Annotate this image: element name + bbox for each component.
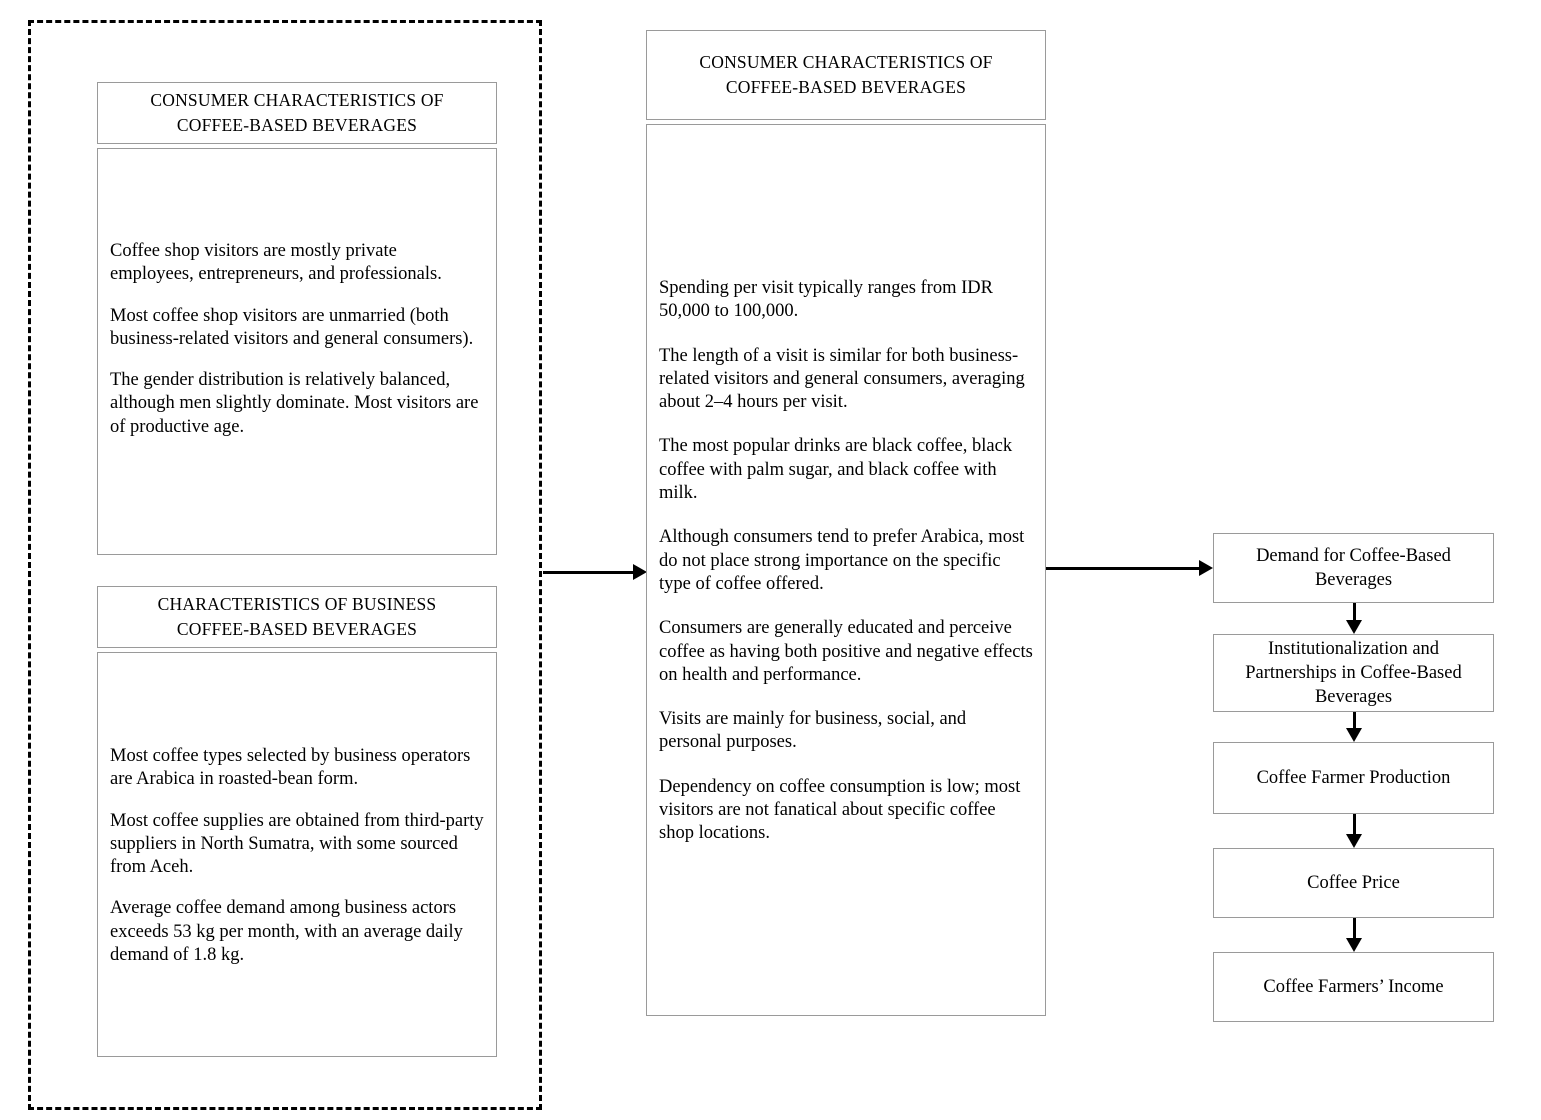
outcome-node-farmers-income-label: Coffee Farmers’ Income <box>1263 976 1444 997</box>
middle-consumer-characteristics-body-inner: Spending per visit typically ranges from… <box>659 125 1033 846</box>
outcome-node-demand-label: Demand for Coffee-Based Beverages <box>1256 545 1451 590</box>
outcome-node-farmer-production-label: Coffee Farmer Production <box>1256 767 1451 788</box>
middle-paragraph-4: Although consumers tend to prefer Arabic… <box>659 527 1025 594</box>
arrow-head-down-icon <box>1346 938 1362 952</box>
arrow-shaft <box>1352 814 1356 836</box>
outcome-node-farmers-income: Coffee Farmers’ Income <box>1213 952 1494 1022</box>
business-paragraph-2: Most coffee supplies are obtained from t… <box>110 810 484 878</box>
arrow-shaft <box>543 570 635 574</box>
consumer-characteristics-body-inner: Coffee shop visitors are mostly private … <box>110 149 484 439</box>
business-characteristics-body-box: Most coffee types selected by business o… <box>97 652 497 1057</box>
consumer-paragraph-1: Coffee shop visitors are mostly private … <box>110 241 442 285</box>
consumer-characteristics-header-box: CONSUMER CHARACTERISTICS OF COFFEE-BASED… <box>97 82 497 144</box>
left-group-dashed-frame <box>28 20 542 1110</box>
outcome-node-institutionalization-label: Institutionalization and Partnerships in… <box>1245 638 1462 708</box>
consumer-paragraph-3: The gender distribution is relatively ba… <box>110 370 479 437</box>
outcome-node-farmer-production: Coffee Farmer Production <box>1213 742 1494 814</box>
middle-paragraph-6: Visits are mainly for business, social, … <box>659 709 967 753</box>
middle-paragraph-5: Consumers are generally educated and per… <box>659 618 1033 685</box>
consumer-characteristics-header-text: CONSUMER CHARACTERISTICS OF COFFEE-BASED… <box>150 89 444 135</box>
business-characteristics-header-text: CHARACTERISTICS OF BUSINESS COFFEE-BASED… <box>157 593 437 639</box>
arrow-price-to-income <box>1340 918 1368 952</box>
arrow-head-down-icon <box>1346 620 1362 634</box>
business-characteristics-header-box: CHARACTERISTICS OF BUSINESS COFFEE-BASED… <box>97 586 497 648</box>
middle-paragraph-1: Spending per visit typically ranges from… <box>659 278 993 322</box>
middle-paragraph-3: The most popular drinks are black coffee… <box>659 436 1013 504</box>
middle-paragraph-2: The length of a visit is similar for bot… <box>659 345 1025 413</box>
middle-consumer-characteristics-header-box: CONSUMER CHARACTERISTICS OF COFFEE-BASED… <box>646 30 1046 120</box>
business-paragraph-1: Most coffee types selected by business o… <box>110 746 471 790</box>
outcome-node-coffee-price-label: Coffee Price <box>1307 872 1400 893</box>
arrow-head-right-icon <box>633 564 647 580</box>
arrow-shaft <box>1046 566 1201 570</box>
arrow-shaft <box>1352 712 1356 730</box>
arrow-head-down-icon <box>1346 834 1362 848</box>
middle-paragraph-7: Dependency on coffee consumption is low;… <box>659 776 1021 844</box>
outcome-node-institutionalization: Institutionalization and Partnerships in… <box>1213 634 1494 712</box>
arrow-institutionalization-to-production <box>1340 712 1368 742</box>
arrow-head-right-icon <box>1199 560 1213 576</box>
consumer-characteristics-body-box: Coffee shop visitors are mostly private … <box>97 148 497 555</box>
arrow-middle-panel-to-outcome-chain <box>1046 553 1213 583</box>
arrow-shaft <box>1352 603 1356 622</box>
arrow-head-down-icon <box>1346 728 1362 742</box>
outcome-node-coffee-price: Coffee Price <box>1213 848 1494 918</box>
outcome-node-demand: Demand for Coffee-Based Beverages <box>1213 533 1494 603</box>
arrow-production-to-price <box>1340 814 1368 848</box>
middle-consumer-characteristics-header-text: CONSUMER CHARACTERISTICS OF COFFEE-BASED… <box>699 51 993 97</box>
middle-consumer-characteristics-body-box: Spending per visit typically ranges from… <box>646 124 1046 1016</box>
business-paragraph-3: Average coffee demand among business act… <box>110 898 463 966</box>
arrow-demand-to-institutionalization <box>1340 603 1368 634</box>
business-characteristics-body-inner: Most coffee types selected by business o… <box>110 653 484 967</box>
consumer-paragraph-2: Most coffee shop visitors are unmarried … <box>110 305 474 349</box>
arrow-left-group-to-middle-panel <box>543 557 647 587</box>
arrow-shaft <box>1352 918 1356 940</box>
